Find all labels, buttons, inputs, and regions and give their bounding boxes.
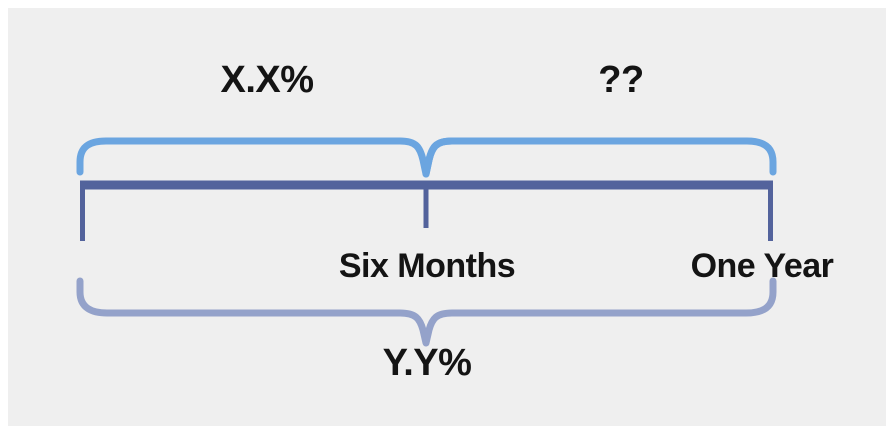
diagram-panel-background [8, 8, 886, 426]
brace-label-full-period: Y.Y% [382, 342, 472, 384]
brace-first-half [76, 137, 456, 178]
brace-label-first-half: X.X% [220, 59, 314, 101]
brace-label-second-half: ?? [598, 59, 644, 101]
axis-tick-label-six-months: Six Months [338, 247, 516, 285]
brace-second-half [422, 137, 777, 178]
axis-tick-label-one-year: One Year [690, 247, 834, 285]
brace-full-period [76, 277, 777, 347]
